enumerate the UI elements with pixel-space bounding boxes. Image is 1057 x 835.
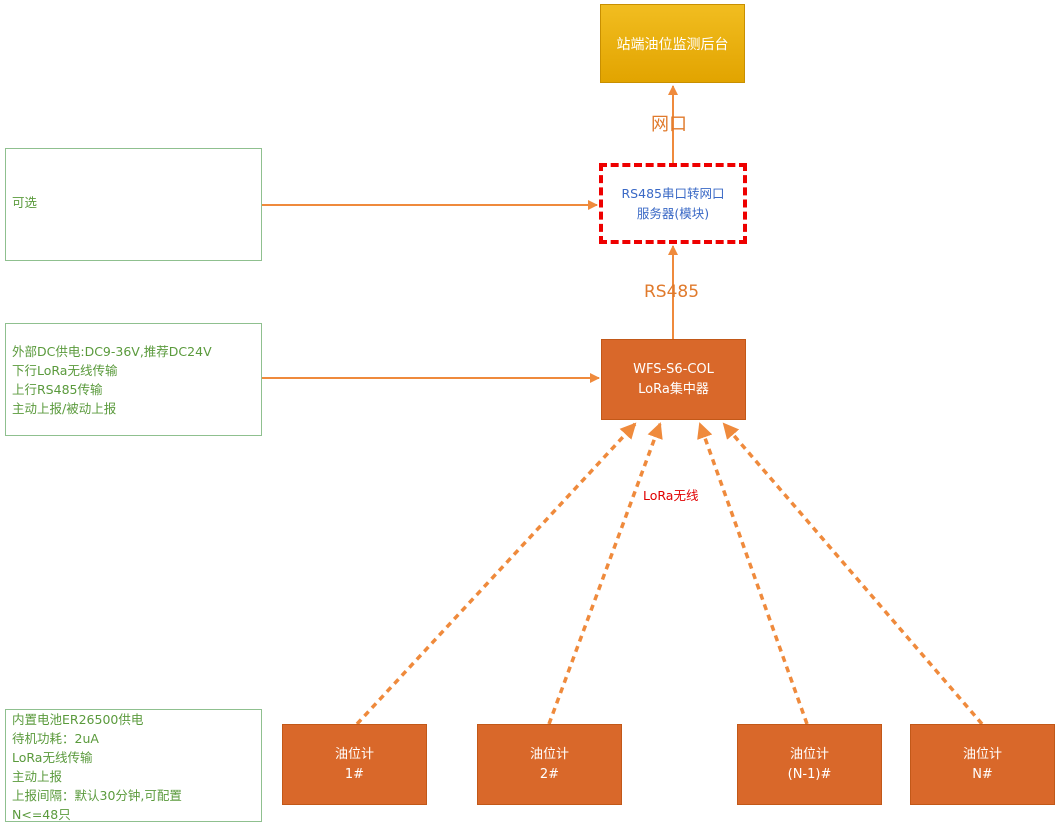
oil-meter-node-n: 油位计 N#	[910, 724, 1055, 805]
oil-meter-node-1: 油位计 1#	[282, 724, 427, 805]
meter-spec-line: 上报间隔：默认30分钟,可配置	[12, 788, 182, 803]
meter-spec-line: 待机功耗：2uA	[12, 731, 99, 746]
meter-spec-line: LoRa无线传输	[12, 750, 93, 765]
meter-spec-note: 内置电池ER26500供电 待机功耗：2uA LoRa无线传输 主动上报 上报间…	[5, 709, 262, 822]
lora-link-meter-1	[355, 422, 637, 726]
meter-title: 油位计	[962, 746, 1002, 762]
lora-wireless-label: LoRa无线	[643, 488, 699, 503]
lora-link-meter-2	[547, 422, 663, 725]
oil-meter-node-2: 油位计 2#	[477, 724, 622, 805]
concentrator-line-1: WFS-S6-COL	[633, 361, 714, 377]
meter-spec-line: 内置电池ER26500供电	[12, 712, 144, 727]
server-line-2: 服务器(模块)	[636, 205, 710, 221]
meter-id: 1#	[344, 766, 365, 782]
meter-title: 油位计	[529, 746, 569, 762]
meter-title: 油位计	[789, 746, 829, 762]
concentrator-spec-line: 上行RS485传输	[12, 382, 103, 397]
meter-id: 2#	[539, 766, 560, 782]
lora-link-meter-3	[697, 422, 809, 725]
meter-spec-line: N<=48只	[12, 807, 71, 822]
backend-node: 站端油位监测后台	[600, 4, 745, 83]
rs485-label: RS485	[644, 282, 700, 302]
oil-meter-node-n-minus-1: 油位计 (N-1)#	[737, 724, 882, 805]
concentrator-spec-line: 主动上报/被动上报	[12, 401, 117, 416]
lora-link-meter-4	[722, 422, 984, 726]
serial-server-node: RS485串口转网口 服务器(模块)	[599, 163, 747, 244]
meter-id: N#	[972, 766, 993, 782]
optional-note: 可选	[5, 148, 262, 261]
backend-label: 站端油位监测后台	[616, 36, 729, 53]
network-port-label: 网口	[651, 114, 687, 135]
meter-title: 油位计	[334, 746, 374, 762]
server-line-1: RS485串口转网口	[621, 185, 725, 201]
concentrator-line-2: LoRa集中器	[638, 381, 709, 397]
concentrator-spec-note: 外部DC供电:DC9-36V,推荐DC24V 下行LoRa无线传输 上行RS48…	[5, 323, 262, 436]
concentrator-node: WFS-S6-COL LoRa集中器	[601, 339, 746, 420]
concentrator-spec-line: 下行LoRa无线传输	[12, 363, 118, 378]
meter-id: (N-1)#	[787, 766, 832, 782]
concentrator-spec-line: 外部DC供电:DC9-36V,推荐DC24V	[12, 344, 212, 359]
optional-note-text: 可选	[12, 195, 38, 210]
meter-spec-line: 主动上报	[12, 769, 63, 784]
